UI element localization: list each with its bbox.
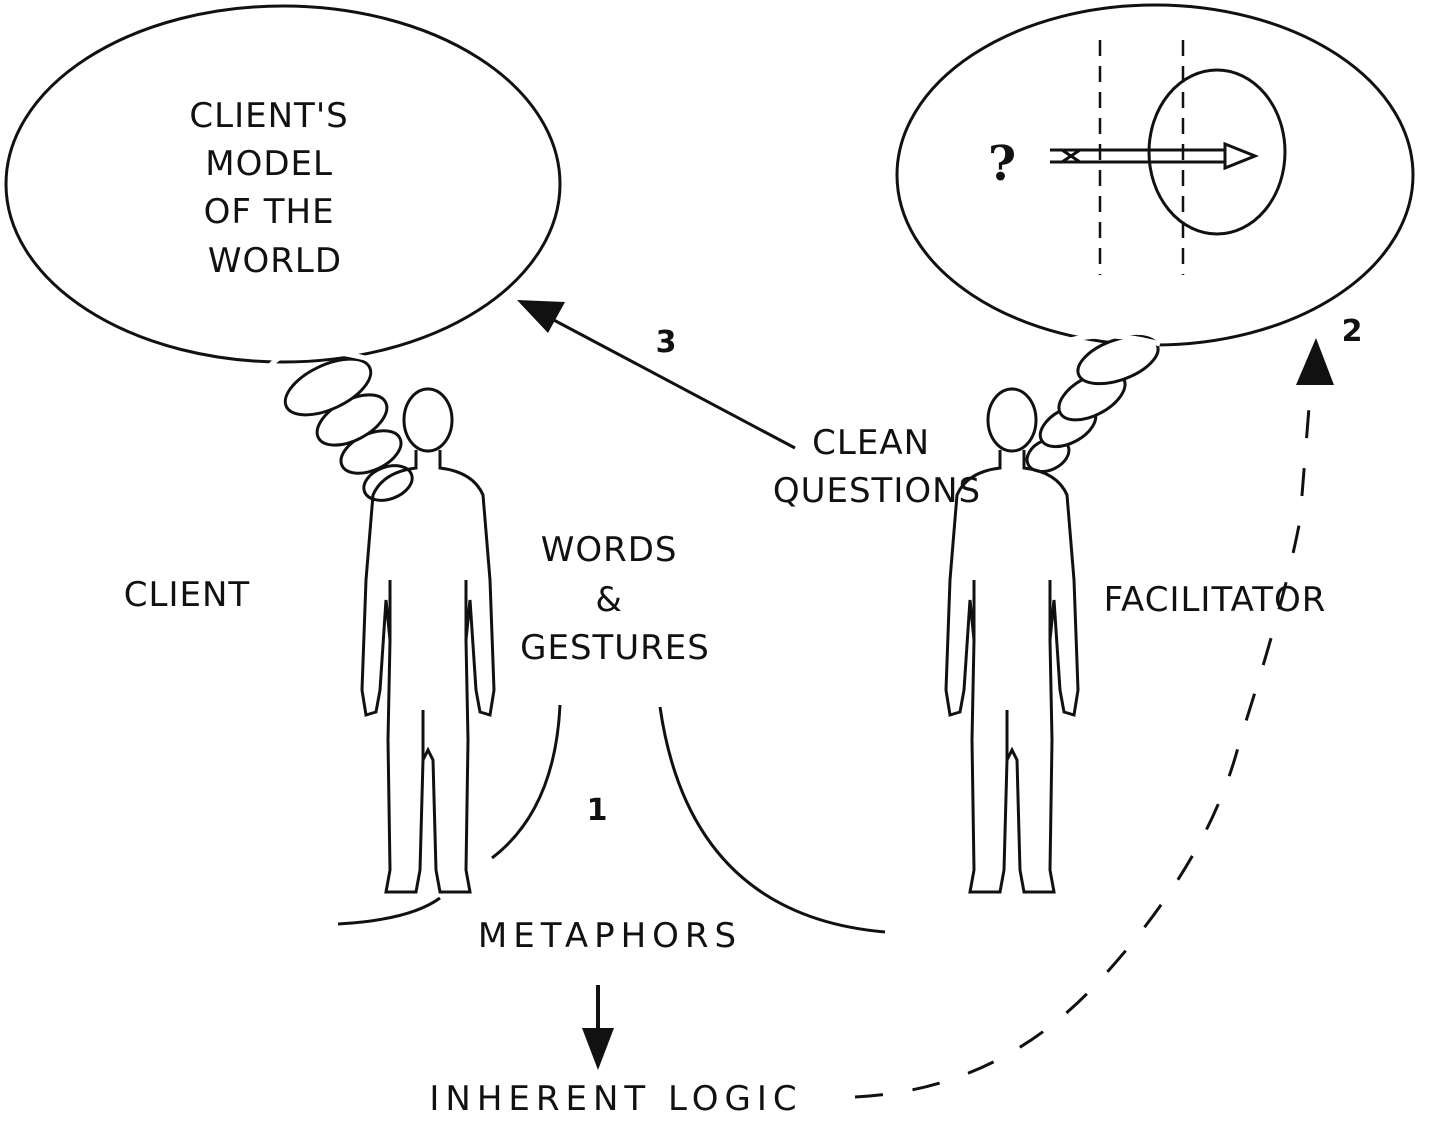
facilitator-bubble-tail	[1025, 333, 1161, 473]
facilitator-arrow	[1050, 141, 1260, 171]
client-bubble-line-2: MODEL	[205, 144, 333, 184]
right-curve	[658, 706, 886, 934]
facilitator-inner-circle	[1147, 68, 1287, 236]
client-label: CLIENT	[124, 575, 250, 615]
question-mark: ?	[988, 136, 1016, 192]
words-gestures-line-1: WORDS	[541, 530, 678, 570]
metaphors-label: METAPHORS	[478, 916, 742, 956]
arrow-up-icon	[1296, 338, 1334, 385]
words-gestures-line-2: &	[595, 580, 623, 620]
facilitator-label: FACILITATOR	[1104, 580, 1327, 620]
svg-text:WORDS & GESTURES: WORDS & GESTURES	[520, 530, 710, 668]
left-curve	[491, 704, 562, 860]
client-bubble-line-3: OF THE	[204, 192, 335, 232]
facilitator-bubble-ellipse	[895, 3, 1415, 347]
clean-questions-line-2: QUESTIONS	[773, 471, 981, 511]
client-bubble-tail	[268, 348, 414, 502]
client-bubble-line-1: CLIENT'S	[189, 96, 348, 136]
client-thought-bubble: CLIENT'S MODEL OF THE WORLD	[4, 4, 562, 502]
left-base-curve	[337, 896, 441, 926]
words-gestures-line-3: GESTURES	[520, 628, 710, 668]
facilitator-thought-bubble: ?	[895, 3, 1415, 473]
arrow-3-line	[549, 316, 796, 450]
step-number-1: 1	[587, 793, 608, 828]
step-number-2: 2	[1342, 314, 1363, 349]
inherent-logic-label: INHERENT LOGIC	[429, 1079, 802, 1119]
arrow-down-icon	[582, 985, 614, 1070]
clean-questions-line-1: CLEAN	[812, 423, 930, 463]
arrow-3-head	[517, 300, 565, 333]
client-bubble-line-4: WORLD	[208, 241, 342, 281]
svg-text:CLIENT'S MODEL OF: CLIENT'S MODEL OF THE WORLD	[189, 96, 360, 281]
step-number-3: 3	[656, 325, 677, 360]
arrow-2-dashed-curve	[854, 394, 1312, 1099]
svg-text:CLEAN QUESTIONS: CLEAN QUESTIONS	[773, 423, 981, 511]
client-bubble-ellipse	[4, 4, 562, 364]
